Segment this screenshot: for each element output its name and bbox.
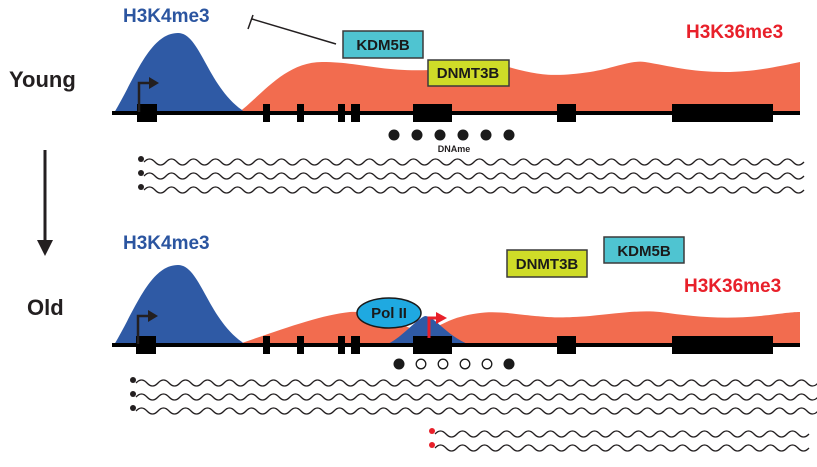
cpg-unmethylated (481, 358, 493, 370)
dnmt3b-box-old: DNMT3B (506, 249, 588, 278)
mrna-cap (429, 428, 435, 434)
mrna-strand (143, 158, 805, 166)
kdm5b-box-young: KDM5B (342, 30, 424, 59)
full-length-transcript (130, 391, 817, 401)
full-length-transcript (130, 405, 817, 415)
aging-arrow-icon (37, 150, 53, 256)
cpg-unmethylated (437, 358, 449, 370)
dnmt3b-box-young: DNMT3B (427, 59, 510, 87)
cpg-methylated (503, 358, 515, 370)
exon (263, 104, 270, 122)
cpg-methylated (388, 129, 400, 141)
stage-label-old: Old (27, 295, 64, 320)
exon (351, 336, 360, 354)
cryptic-tss-arrow-icon (427, 312, 447, 338)
mrna-strand (143, 172, 805, 180)
mrna-cap (138, 170, 144, 176)
h3k4me3-signal-young (114, 33, 245, 113)
mrna-strand (434, 444, 810, 452)
cryptic-transcript (429, 442, 810, 452)
full-length-transcript (138, 156, 805, 166)
inhibition-line-icon (247, 14, 337, 45)
mrna-strand (143, 186, 805, 194)
cpg-unmethylated (459, 358, 471, 370)
pol2-ellipse: Pol II (356, 297, 422, 329)
exon (338, 104, 345, 122)
cpg-methylated (480, 129, 492, 141)
cpg-sites-young (388, 129, 515, 141)
exon (136, 336, 156, 354)
dnmt3b-label: DNMT3B (437, 65, 500, 82)
mrna-cap (429, 442, 435, 448)
mrna-cap (130, 391, 136, 397)
exon (672, 104, 773, 122)
kdm5b-box-old: KDM5B (603, 236, 685, 264)
exon (557, 104, 576, 122)
kdm5b-label: KDM5B (617, 243, 671, 260)
full-length-transcript (130, 377, 817, 387)
mrna-strand (135, 393, 817, 401)
transcripts-old (130, 377, 817, 452)
exon (672, 336, 773, 354)
exons-old (136, 336, 773, 354)
exon (338, 336, 345, 354)
mrna-cap (130, 405, 136, 411)
h3k4me3-signal-old (114, 265, 245, 345)
tss-arrow-icon (137, 77, 159, 112)
exon (297, 104, 304, 122)
exon (297, 336, 304, 354)
exon (557, 336, 576, 354)
exon (263, 336, 270, 354)
dname-label: DNAme (438, 144, 471, 154)
full-length-transcript (138, 170, 805, 180)
mrna-strand (135, 407, 817, 415)
exon (413, 336, 452, 354)
young-panel: H3K4me3 H3K36me3 KDM5B DNMT3B DNAme (112, 6, 805, 194)
h3k4me3-label-old: H3K4me3 (123, 233, 210, 254)
exon (413, 104, 452, 122)
exon (351, 104, 360, 122)
cpg-methylated (457, 129, 469, 141)
cpg-methylated (503, 129, 515, 141)
mrna-strand (434, 430, 810, 438)
h3k36me3-label-young: H3K36me3 (686, 22, 783, 43)
exon (137, 104, 157, 122)
mrna-strand (135, 379, 817, 387)
old-panel: Pol II H3K4me3 H3K36me3 DNMT3B KDM5B (112, 233, 817, 452)
cpg-methylated (411, 129, 423, 141)
mrna-cap (138, 156, 144, 162)
transcripts-young (138, 156, 805, 194)
cpg-unmethylated (415, 358, 427, 370)
mrna-cap (138, 184, 144, 190)
h3k36me3-signal-young (238, 61, 800, 113)
kdm5b-label: KDM5B (356, 37, 410, 54)
pol2-label: Pol II (371, 305, 407, 322)
tss-arrow-icon (136, 310, 158, 344)
h3k4me3-label-young: H3K4me3 (123, 6, 210, 27)
dnmt3b-label: DNMT3B (516, 256, 579, 273)
full-length-transcript (138, 184, 805, 194)
cpg-sites-old (393, 358, 515, 370)
exons-young (137, 104, 773, 122)
cryptic-transcript (429, 428, 810, 438)
cpg-methylated (393, 358, 405, 370)
stage-label-young: Young (9, 67, 76, 92)
mrna-cap (130, 377, 136, 383)
cpg-methylated (434, 129, 446, 141)
h3k36me3-label-old: H3K36me3 (684, 276, 781, 297)
